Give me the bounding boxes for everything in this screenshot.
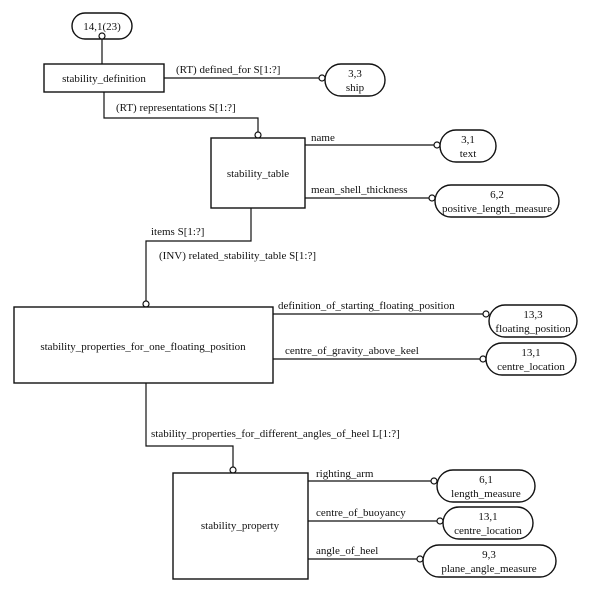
ref-pill [488, 304, 578, 338]
ref-pill [442, 506, 534, 540]
entity-stability-properties-for-one-floating-position[interactable]: stability_properties_for_one_floating_po… [13, 306, 274, 384]
relation-label-righting-arm: righting_arm [316, 468, 374, 480]
ref-label: plane_angle_measure [441, 563, 536, 575]
relation-end-circle [428, 194, 436, 202]
relation-label-defined-for: (RT) defined_for S[1:?] [176, 64, 280, 76]
ref-code: 9,3 [482, 549, 496, 561]
relation-label-mean-shell-thickness: mean_shell_thickness [311, 184, 408, 196]
ref-pill [436, 469, 536, 503]
ref-label: centre_location [454, 525, 522, 537]
page-reference-label: 14,1(23) [83, 21, 121, 33]
relation-end-circle [229, 466, 237, 474]
relation-end-circle [416, 555, 424, 563]
entity-label: stability_definition [62, 73, 146, 85]
ref-code: 3,1 [461, 134, 475, 146]
ref-code: 3,3 [348, 68, 362, 80]
relation-label-representations: (RT) representations S[1:?] [116, 102, 236, 114]
entity-box [172, 472, 309, 580]
relation-label-items: items S[1:?] [151, 226, 204, 238]
relation-line-angles-of-heel [145, 383, 234, 470]
ref-code: 6,2 [490, 189, 504, 201]
ref-floating-position[interactable]: 13,3 floating_position [488, 304, 578, 338]
ref-centre-location-1[interactable]: 13,1 centre_location [485, 342, 577, 376]
relation-label-related-stability-table: (INV) related_stability_table S[1:?] [159, 250, 316, 262]
relation-label-angle-of-heel: angle_of_heel [316, 545, 378, 557]
entity-label: stability_table [227, 168, 289, 180]
ref-pill [485, 342, 577, 376]
ref-label: floating_position [495, 323, 571, 335]
ref-code: 13,3 [523, 309, 543, 321]
entity-stability-table[interactable]: stability_table [210, 137, 306, 209]
entity-label: stability_properties_for_one_floating_po… [40, 341, 246, 353]
ref-label: ship [346, 82, 365, 94]
relation-end-circle [479, 355, 487, 363]
relation-line-items [145, 208, 252, 304]
relation-label-name: name [311, 132, 335, 144]
ref-centre-location-2[interactable]: 13,1 centre_location [442, 506, 534, 540]
ref-code: 6,1 [479, 474, 493, 486]
connector-end-circle [98, 32, 106, 40]
ref-pill [434, 184, 560, 218]
entity-label: stability_property [201, 520, 280, 532]
ref-label: positive_length_measure [442, 203, 552, 215]
ref-ship[interactable]: 3,3 ship [324, 63, 386, 97]
relation-end-circle [430, 477, 438, 485]
ref-pill [422, 544, 557, 578]
ref-text[interactable]: 3,1 text [439, 129, 497, 163]
relation-label-centre-of-buoyancy: centre_of_buoyancy [316, 507, 406, 519]
ref-label: text [460, 148, 477, 160]
relation-label-centre-of-gravity-above-keel: centre_of_gravity_above_keel [285, 345, 419, 357]
entity-stability-definition[interactable]: stability_definition [43, 63, 165, 93]
ref-label: length_measure [451, 488, 521, 500]
relation-end-circle [436, 517, 444, 525]
entity-stability-property[interactable]: stability_property [172, 472, 309, 580]
ref-pill [324, 63, 386, 97]
ref-positive-length-measure[interactable]: 6,2 positive_length_measure [434, 184, 560, 218]
entity-box [13, 306, 274, 384]
relation-end-circle [318, 74, 326, 82]
page-reference: 14,1(23) [71, 12, 133, 40]
ref-label: centre_location [497, 361, 565, 373]
entity-box [210, 137, 306, 209]
ref-code: 13,1 [478, 511, 497, 523]
relation-label-definition-of-starting-floating-position: definition_of_starting_floating_position [278, 300, 455, 312]
ref-code: 13,1 [521, 347, 540, 359]
ref-pill [439, 129, 497, 163]
ref-plane-angle-measure[interactable]: 9,3 plane_angle_measure [422, 544, 557, 578]
relation-label-angles-of-heel: stability_properties_for_different_angle… [151, 428, 400, 440]
relation-end-circle [254, 131, 262, 139]
relation-line-representations [103, 92, 259, 135]
relation-end-circle [433, 141, 441, 149]
ref-length-measure[interactable]: 6,1 length_measure [436, 469, 536, 503]
relation-end-circle [482, 310, 490, 318]
relation-end-circle [142, 300, 150, 308]
